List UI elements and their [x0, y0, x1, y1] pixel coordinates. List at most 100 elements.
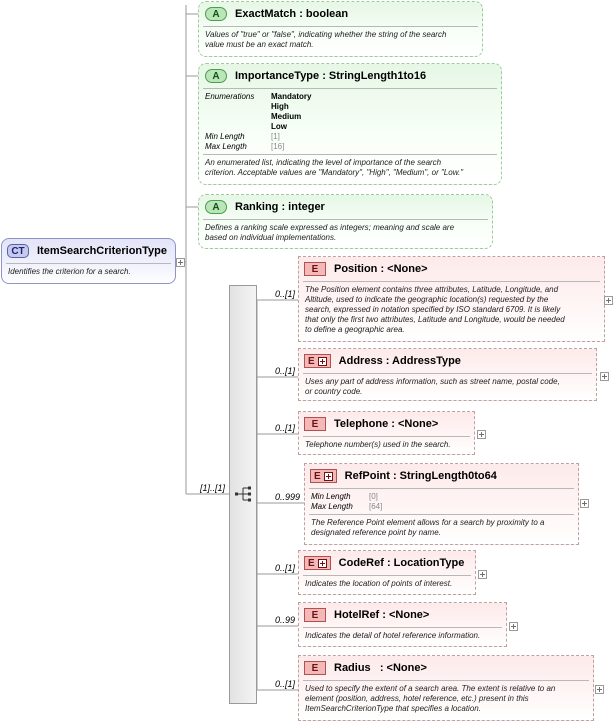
element-badge: E: [304, 262, 326, 276]
attribute-facets: Enumerations Mandatory High Medium Low M…: [199, 89, 501, 154]
attribute-description: Defines a ranking scale expressed as int…: [199, 220, 492, 246]
badge-letter: E: [314, 470, 321, 482]
element-refpoint[interactable]: E RefPoint : StringLength0to64 Min Lengt…: [304, 463, 579, 545]
desc-line: Defines a ranking scale expressed as int…: [205, 223, 455, 232]
element-badge: E: [310, 469, 337, 483]
coderef-expand-icon[interactable]: [478, 570, 487, 579]
desc-line: to define a geographic area.: [305, 325, 405, 334]
enum-value: Medium: [271, 112, 302, 121]
element-telephone[interactable]: E Telephone : <None> Telephone number(s)…: [298, 411, 475, 455]
element-badge: E: [304, 556, 331, 570]
min-length-label: Min Length: [311, 492, 351, 501]
sequence-multiplicity: [1]..[1]: [200, 483, 226, 493]
attribute-badge: A: [205, 69, 227, 83]
element-description: Indicates the location of points of inte…: [299, 576, 475, 592]
desc-line: criterion. Acceptable values are "Mandat…: [205, 168, 464, 177]
attribute-description: Values of "true" or "false", indicating …: [199, 27, 482, 53]
element-multiplicity: 0..99: [275, 615, 296, 625]
max-length-value: [16]: [271, 142, 285, 151]
element-title: Address : AddressType: [338, 355, 461, 367]
desc-line: based on individual implementations.: [205, 233, 337, 242]
element-multiplicity: 0..[1]: [275, 366, 296, 376]
element-hotelref[interactable]: E HotelRef : <None> Indicates the detail…: [298, 602, 507, 647]
desc-line: value must be an exact match.: [205, 40, 314, 49]
desc-line: Telephone number(s) used in the search.: [305, 440, 451, 449]
complex-plus-icon: [317, 558, 327, 568]
attribute-exactmatch[interactable]: A ExactMatch : boolean Values of "true" …: [198, 1, 483, 57]
ct-title: ItemSearchCriterionType: [37, 245, 168, 257]
element-position[interactable]: E Position : <None> The Position element…: [298, 256, 605, 342]
complex-plus-icon: [323, 471, 333, 481]
min-length-label: Min Length: [205, 132, 245, 141]
attribute-badge: A: [205, 200, 227, 214]
element-description: Telephone number(s) used in the search.: [299, 437, 474, 453]
element-title: Telephone : <None>: [334, 418, 439, 430]
element-address[interactable]: E Address : AddressType Uses any part of…: [298, 348, 597, 401]
element-badge: E: [304, 354, 331, 368]
telephone-expand-icon[interactable]: [477, 430, 486, 439]
desc-line: or country code.: [305, 387, 363, 396]
attribute-badge: A: [205, 7, 227, 21]
refpoint-expand-icon[interactable]: [580, 499, 589, 508]
min-length-value: [0]: [369, 492, 378, 501]
position-expand-icon[interactable]: [604, 296, 613, 305]
desc-line: Indicates the detail of hotel reference …: [305, 631, 481, 640]
element-description: Used to specify the extent of a search a…: [299, 681, 593, 717]
desc-line: Indicates the location of points of inte…: [305, 579, 453, 588]
enum-value: Mandatory: [271, 92, 312, 101]
max-length-label: Max Length: [205, 142, 247, 151]
element-multiplicity: 0..[1]: [275, 563, 296, 573]
element-title: Position : <None>: [334, 263, 428, 275]
element-coderef[interactable]: E CodeRef : LocationType Indicates the l…: [298, 550, 476, 595]
element-title: CodeRef : LocationType: [338, 557, 465, 569]
hotelref-expand-icon[interactable]: [509, 622, 518, 631]
enumerations-label: Enumerations: [205, 92, 255, 101]
element-multiplicity: 0..999: [275, 492, 301, 502]
attribute-title: ImportanceType : StringLength1to16: [235, 70, 427, 82]
attribute-ranking[interactable]: A Ranking : integer Defines a ranking sc…: [198, 194, 493, 249]
element-description: Uses any part of address information, su…: [299, 374, 596, 400]
desc-line: The Reference Point element allows for a…: [311, 518, 545, 527]
max-length-value: [64]: [369, 502, 383, 511]
element-multiplicity: 0..[1]: [275, 289, 296, 299]
desc-line: search, expressed in notation specified …: [305, 305, 561, 314]
element-radius[interactable]: E Radius : <None> Used to specify the ex…: [298, 655, 594, 721]
element-title: HotelRef : <None>: [334, 609, 430, 621]
badge-letter: E: [308, 557, 315, 569]
ct-expand-icon[interactable]: [176, 258, 185, 267]
address-expand-icon[interactable]: [600, 372, 609, 381]
element-multiplicity: 0..[1]: [275, 423, 296, 433]
element-description: The Position element contains three attr…: [299, 282, 604, 338]
attribute-description: An enumerated list, indicating the level…: [199, 155, 501, 181]
attribute-title: Ranking : integer: [235, 201, 325, 213]
ct-description: Identifies the criterion for a search.: [8, 267, 131, 276]
element-badge: E: [304, 661, 326, 675]
element-badge: E: [304, 608, 326, 622]
enum-value: High: [271, 102, 289, 111]
element-facets: Min Length [0] Max Length [64]: [305, 489, 578, 514]
desc-line: The Position element contains three attr…: [305, 285, 559, 294]
desc-line: Used to specify the extent of a search a…: [305, 684, 556, 693]
desc-line: that only the first two attributes, Lati…: [305, 315, 565, 324]
element-badge: E: [304, 417, 326, 431]
attribute-importancetype[interactable]: A ImportanceType : StringLength1to16 Enu…: [198, 63, 502, 185]
desc-line: element (position, address, hotel refere…: [305, 694, 529, 703]
element-description: The Reference Point element allows for a…: [305, 515, 578, 541]
badge-letter: E: [308, 355, 315, 367]
complex-type-box[interactable]: CT ItemSearchCriterionType Identifies th…: [1, 238, 176, 284]
desc-line: ItemSearchCriterionType that specifies a…: [305, 704, 481, 713]
ct-badge: CT: [7, 244, 29, 258]
element-description: Indicates the detail of hotel reference …: [299, 628, 506, 644]
complex-plus-icon: [317, 356, 327, 366]
attribute-title: ExactMatch : boolean: [235, 8, 349, 20]
desc-line: An enumerated list, indicating the level…: [205, 158, 442, 167]
desc-line: Altitude, used to indicate the geographi…: [305, 295, 549, 304]
desc-line: designated reference point by name.: [311, 528, 441, 537]
enum-value: Low: [271, 122, 287, 131]
desc-line: Values of "true" or "false", indicating …: [205, 30, 447, 39]
radius-expand-icon[interactable]: [595, 685, 604, 694]
min-length-value: [1]: [271, 132, 280, 141]
sequence-icon: [235, 486, 251, 502]
